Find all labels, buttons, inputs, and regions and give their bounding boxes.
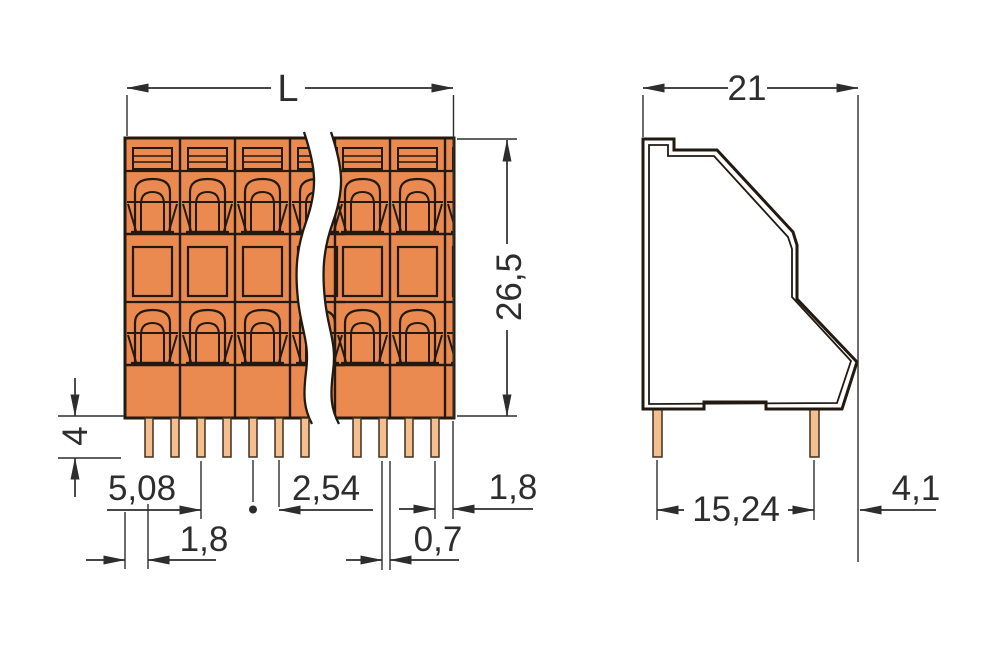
- dimension-overall-depth: 21: [642, 69, 859, 562]
- dimension-rear-overhang: 4,1: [859, 469, 941, 515]
- dimension-pin-length: 4: [56, 378, 124, 497]
- dimension-pin-pitch: 2,54: [249, 460, 373, 515]
- dimension-edge-to-pin-left: 1,8: [86, 504, 228, 569]
- dimension-label-pin-width: 0,7: [414, 520, 463, 559]
- front-view: [123, 130, 456, 458]
- dimension-label-pole-pitch: 5,08: [108, 469, 176, 508]
- side-pin-rear: [809, 408, 820, 458]
- dimension-label-pin-row-spacing: 15,24: [692, 490, 780, 529]
- dimension-overall-width: L: [126, 68, 455, 418]
- dimension-label-overall-height: 26,5: [490, 253, 529, 321]
- dimension-pin-row-spacing: 15,24: [656, 460, 815, 529]
- dimension-pin-width: 0,7: [346, 461, 462, 570]
- break-squiggle: [295, 130, 343, 426]
- dimension-pin-to-edge-right: 1,8: [399, 421, 537, 519]
- side-view: [641, 137, 859, 458]
- side-pin-front: [652, 408, 663, 458]
- dimensions: L 26,5 4 5,08 2,54: [56, 68, 940, 570]
- dimension-label-rear-overhang: 4,1: [892, 469, 941, 508]
- side-body: [641, 137, 859, 411]
- datum-dot: [249, 505, 257, 514]
- dimension-label-edge-to-pin-left: 1,8: [180, 520, 229, 559]
- side-body-inner-contour: [648, 144, 853, 405]
- dimension-label-pin-to-edge-right: 1,8: [489, 468, 538, 507]
- dimension-label-pin-pitch: 2,54: [292, 469, 360, 508]
- dimension-pole-pitch: 5,08: [107, 461, 202, 519]
- front-pins: [144, 417, 440, 458]
- dimension-label-overall-width: L: [277, 68, 298, 110]
- dimension-label-pin-length: 4: [56, 426, 95, 445]
- dimension-overall-height: 26,5: [457, 138, 529, 417]
- dimension-label-overall-depth: 21: [728, 69, 767, 108]
- front-body: [125, 138, 455, 418]
